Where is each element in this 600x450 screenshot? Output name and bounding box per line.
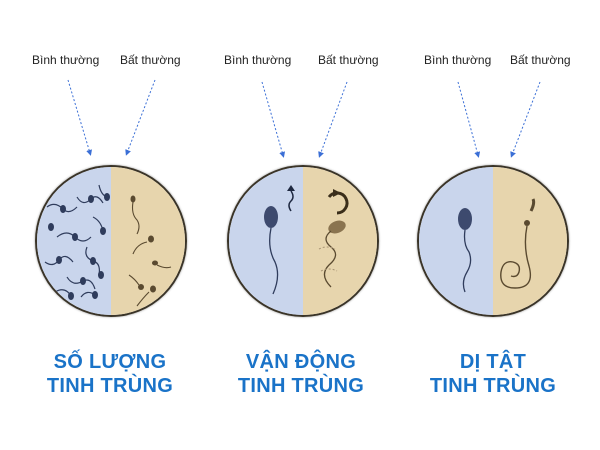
label-normal-count: Bình thường <box>32 53 100 67</box>
many-sperm-icon <box>44 184 172 307</box>
sperm-morphology-circle <box>417 165 569 317</box>
title-line2: TINH TRÙNG <box>237 375 365 397</box>
normal-half <box>37 167 111 315</box>
arrow-normal-morphology <box>457 81 481 158</box>
pointer-arrows <box>67 79 541 158</box>
forward-motion-sperm-icon <box>264 185 295 295</box>
title-line1: VẬN ĐỘNG <box>245 351 357 373</box>
title-sperm-morphology: DỊ TẬT TINH TRÙNG <box>393 350 593 398</box>
normal-shape-sperm-icon <box>458 208 472 293</box>
deformed-sperm-icon <box>500 198 536 289</box>
title-line2: TINH TRÙNG <box>46 375 174 397</box>
label-normal-motility: Bình thường <box>224 53 292 67</box>
arrow-abnormal-count <box>125 79 156 156</box>
circular-motion-sperm-icon <box>318 189 349 288</box>
title-line2: TINH TRÙNG <box>429 375 557 397</box>
morphology-icons <box>458 198 536 293</box>
label-abnormal-motility: Bất thường <box>318 53 379 67</box>
abnormal-half <box>493 167 567 315</box>
sperm-motility-circle <box>227 165 379 317</box>
arrow-abnormal-morphology <box>510 81 541 158</box>
arrow-normal-motility <box>261 81 286 158</box>
abnormal-half <box>303 167 377 315</box>
title-sperm-count: SỐ LƯỢNG TINH TRÙNG <box>10 350 210 398</box>
label-normal-morphology: Bình thường <box>424 53 492 67</box>
label-abnormal-count: Bất thường <box>120 53 181 67</box>
normal-half <box>419 167 493 315</box>
motility-icons <box>264 185 349 295</box>
label-abnormal-morphology: Bất thường <box>510 53 571 67</box>
arrow-abnormal-motility <box>318 81 348 158</box>
title-line1: SỐ LƯỢNG <box>53 351 167 373</box>
title-line1: DỊ TẬT <box>459 351 527 373</box>
sperm-count-circle <box>35 165 187 317</box>
arrow-normal-count <box>67 79 93 156</box>
title-sperm-motility: VẬN ĐỘNG TINH TRÙNG <box>201 350 401 398</box>
abnormal-half <box>111 167 185 315</box>
